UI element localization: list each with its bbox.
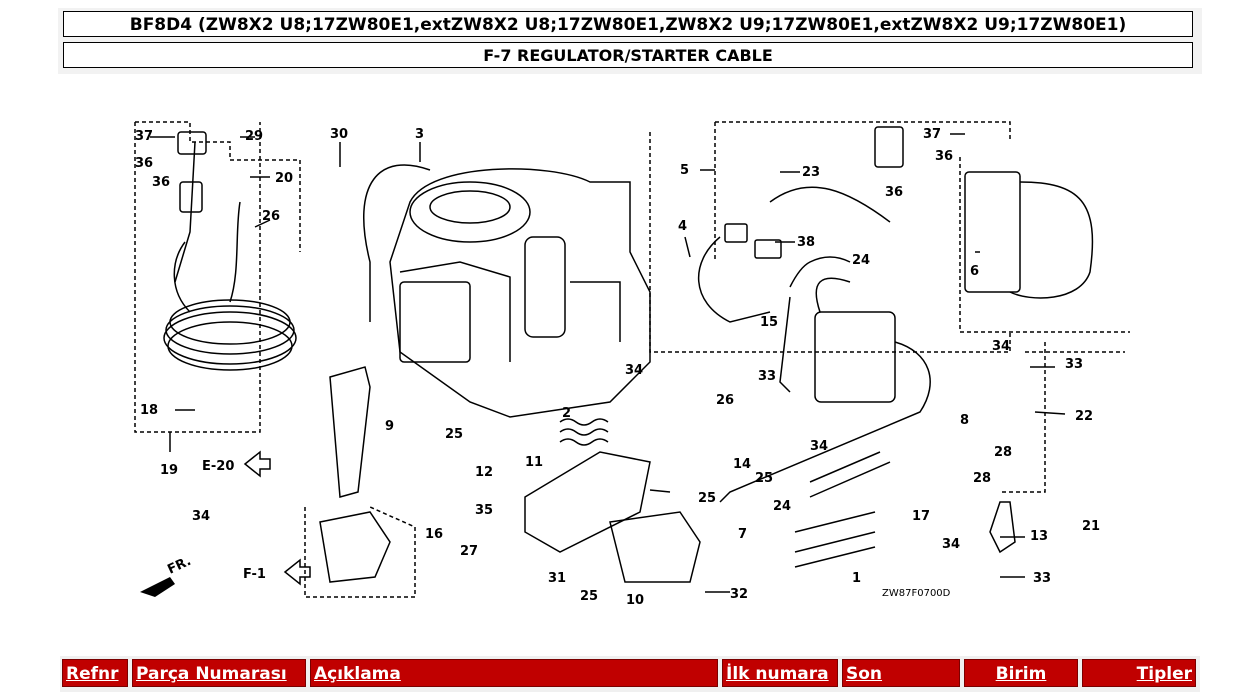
callout-23: 23 bbox=[802, 165, 820, 180]
col-types[interactable]: Tipler bbox=[1082, 659, 1196, 687]
col-unit-link[interactable]: Birim bbox=[995, 664, 1047, 684]
callout-26b: 26 bbox=[716, 393, 734, 408]
section-title: F-7 REGULATOR/STARTER CABLE bbox=[63, 42, 1193, 68]
callout-33c: 33 bbox=[1033, 571, 1051, 586]
callout-30: 30 bbox=[330, 127, 348, 142]
callout-10: 10 bbox=[626, 593, 644, 608]
callout-37a: 37 bbox=[135, 129, 153, 144]
callout-34a: 34 bbox=[192, 509, 210, 524]
callout-24b: 24 bbox=[773, 499, 791, 514]
callout-12: 12 bbox=[475, 465, 493, 480]
callout-16: 16 bbox=[425, 527, 443, 542]
col-first-number[interactable]: İlk numara bbox=[722, 659, 838, 687]
callout-7: 7 bbox=[738, 527, 747, 542]
callout-11: 11 bbox=[525, 455, 543, 470]
callout-22: 22 bbox=[1075, 409, 1093, 424]
callout-9: 9 bbox=[385, 419, 394, 434]
callout-25a: 25 bbox=[445, 427, 463, 442]
col-last-link[interactable]: Son bbox=[846, 664, 883, 684]
callout-4: 4 bbox=[678, 219, 687, 234]
callout-26a: 26 bbox=[262, 209, 280, 224]
col-description-link[interactable]: Açıklama bbox=[314, 664, 401, 684]
callout-20: 20 bbox=[275, 171, 293, 186]
callout-6: 6 bbox=[970, 264, 979, 279]
callout-34b: 34 bbox=[625, 363, 643, 378]
col-refnr[interactable]: Refnr bbox=[62, 659, 128, 687]
callout-32: 32 bbox=[730, 587, 748, 602]
callout-24a: 24 bbox=[852, 253, 870, 268]
callout-36a: 36 bbox=[135, 156, 153, 171]
callout-15: 15 bbox=[760, 315, 778, 330]
parts-table-header: Refnr Parça Numarası Açıklama İlk numara… bbox=[60, 656, 1200, 692]
callout-25b: 25 bbox=[698, 491, 716, 506]
callout-2: 2 bbox=[562, 406, 571, 421]
diagram-code: ZW87F0700D bbox=[882, 588, 951, 599]
col-unit[interactable]: Birim bbox=[964, 659, 1078, 687]
col-last[interactable]: Son bbox=[842, 659, 960, 687]
callout-36c: 36 bbox=[935, 149, 953, 164]
callout-35: 35 bbox=[475, 503, 493, 518]
model-title: BF8D4 (ZW8X2 U8;17ZW80E1,extZW8X2 U8;17Z… bbox=[63, 11, 1193, 37]
col-first-number-link[interactable]: İlk numara bbox=[726, 664, 829, 684]
parts-diagram: 37 29 30 3 36 36 20 26 18 19 E-20 34 F-1… bbox=[134, 121, 1130, 608]
callout-25c: 25 bbox=[580, 589, 598, 604]
callout-13: 13 bbox=[1030, 529, 1048, 544]
callout-38: 38 bbox=[797, 235, 815, 250]
callout-34e: 34 bbox=[942, 537, 960, 552]
col-part-number-link[interactable]: Parça Numarası bbox=[136, 664, 287, 684]
ref-fr: FR. bbox=[165, 554, 193, 578]
col-description[interactable]: Açıklama bbox=[310, 659, 718, 687]
callout-19: 19 bbox=[160, 463, 178, 478]
callout-28a: 28 bbox=[994, 445, 1012, 460]
title-panel: BF8D4 (ZW8X2 U8;17ZW80E1,extZW8X2 U8;17Z… bbox=[58, 8, 1202, 74]
callout-8: 8 bbox=[960, 413, 969, 428]
callout-5: 5 bbox=[680, 163, 689, 178]
callout-21: 21 bbox=[1082, 519, 1100, 534]
callout-18: 18 bbox=[140, 403, 158, 418]
col-types-link[interactable]: Tipler bbox=[1136, 664, 1192, 684]
callout-34d: 34 bbox=[992, 339, 1010, 354]
col-part-number[interactable]: Parça Numarası bbox=[132, 659, 306, 687]
ref-f1: F-1 bbox=[243, 567, 266, 582]
callout-14: 14 bbox=[733, 457, 751, 472]
callout-25d: 25 bbox=[755, 471, 773, 486]
callout-36b: 36 bbox=[152, 175, 170, 190]
callout-29: 29 bbox=[245, 129, 263, 144]
callout-1: 1 bbox=[852, 571, 861, 586]
callout-3: 3 bbox=[415, 127, 424, 142]
ref-e20: E-20 bbox=[202, 459, 234, 474]
callout-28b: 28 bbox=[973, 471, 991, 486]
callout-37b: 37 bbox=[923, 127, 941, 142]
callout-27: 27 bbox=[460, 544, 478, 559]
callout-36d: 36 bbox=[885, 185, 903, 200]
callout-17: 17 bbox=[912, 509, 930, 524]
callout-33b: 33 bbox=[1065, 357, 1083, 372]
callout-34c: 34 bbox=[810, 439, 828, 454]
callout-31: 31 bbox=[548, 571, 566, 586]
callout-33a: 33 bbox=[758, 369, 776, 384]
col-refnr-link[interactable]: Refnr bbox=[66, 664, 119, 684]
